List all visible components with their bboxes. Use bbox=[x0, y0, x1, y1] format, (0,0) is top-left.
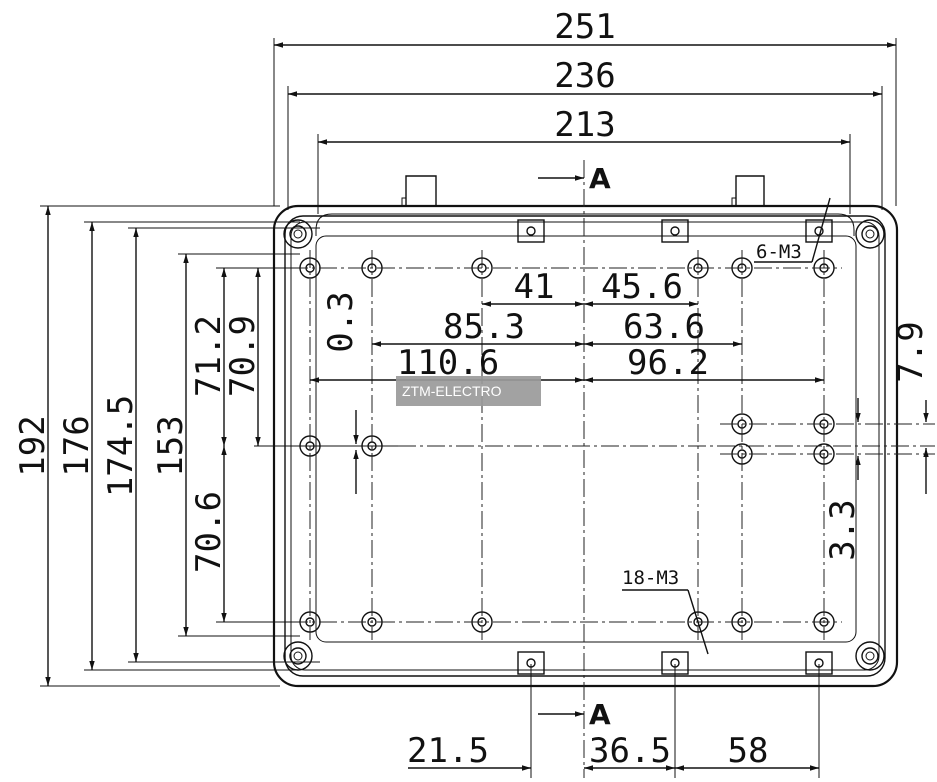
watermark bbox=[396, 376, 541, 406]
dim-h-85-3: 85.3 bbox=[443, 307, 525, 347]
dim-inner-height: 174.5 bbox=[101, 395, 141, 497]
top-dimensions bbox=[273, 38, 897, 214]
dim-outer-height: 176 bbox=[57, 415, 97, 476]
dim-overall-height: 192 bbox=[13, 415, 53, 476]
internal-horizontal-dimensions bbox=[310, 301, 824, 383]
dim-right-offset: 3.3 bbox=[823, 499, 863, 560]
callout-top-threads-text: 6-M3 bbox=[756, 241, 802, 263]
top-lugs bbox=[401, 175, 765, 206]
dim-h-96-2: 96.2 bbox=[627, 343, 709, 383]
section-label-top: A bbox=[589, 162, 611, 195]
dim-bottom-58: 58 bbox=[728, 731, 769, 771]
dim-hole-height: 153 bbox=[151, 415, 191, 476]
dim-h-41: 41 bbox=[514, 267, 555, 307]
dim-right-small: 7.9 bbox=[891, 321, 931, 382]
dim-overall-width: 251 bbox=[554, 7, 615, 47]
dim-inner-width: 213 bbox=[554, 105, 615, 145]
watermark-text: ZTM-ELECTRO bbox=[402, 383, 502, 399]
dim-h-63-6: 63.6 bbox=[623, 307, 705, 347]
dim-h-45-6: 45.6 bbox=[601, 267, 683, 307]
callout-bottom-threads bbox=[622, 589, 709, 655]
callout-top-threads bbox=[754, 197, 831, 263]
dim-bottom-21-5: 21.5 bbox=[407, 731, 489, 771]
dim-upper-half-b: 70.9 bbox=[223, 315, 263, 397]
dim-upper-half-a: 71.2 bbox=[189, 315, 229, 397]
bottom-dimensions bbox=[408, 664, 820, 778]
left-dimensions bbox=[40, 205, 359, 687]
right-dimensions bbox=[855, 398, 929, 494]
dim-bottom-36-5: 36.5 bbox=[589, 731, 671, 771]
dim-lower-half: 70.6 bbox=[189, 491, 229, 573]
callout-bottom-threads-text: 18-M3 bbox=[622, 567, 679, 589]
dim-outer-width: 236 bbox=[554, 56, 615, 96]
center-lines bbox=[254, 160, 935, 778]
corner-bosses bbox=[283, 219, 885, 671]
internal-bosses bbox=[299, 257, 835, 633]
dim-offset-small: 0.3 bbox=[321, 291, 361, 352]
section-label-bottom: A bbox=[589, 698, 611, 731]
